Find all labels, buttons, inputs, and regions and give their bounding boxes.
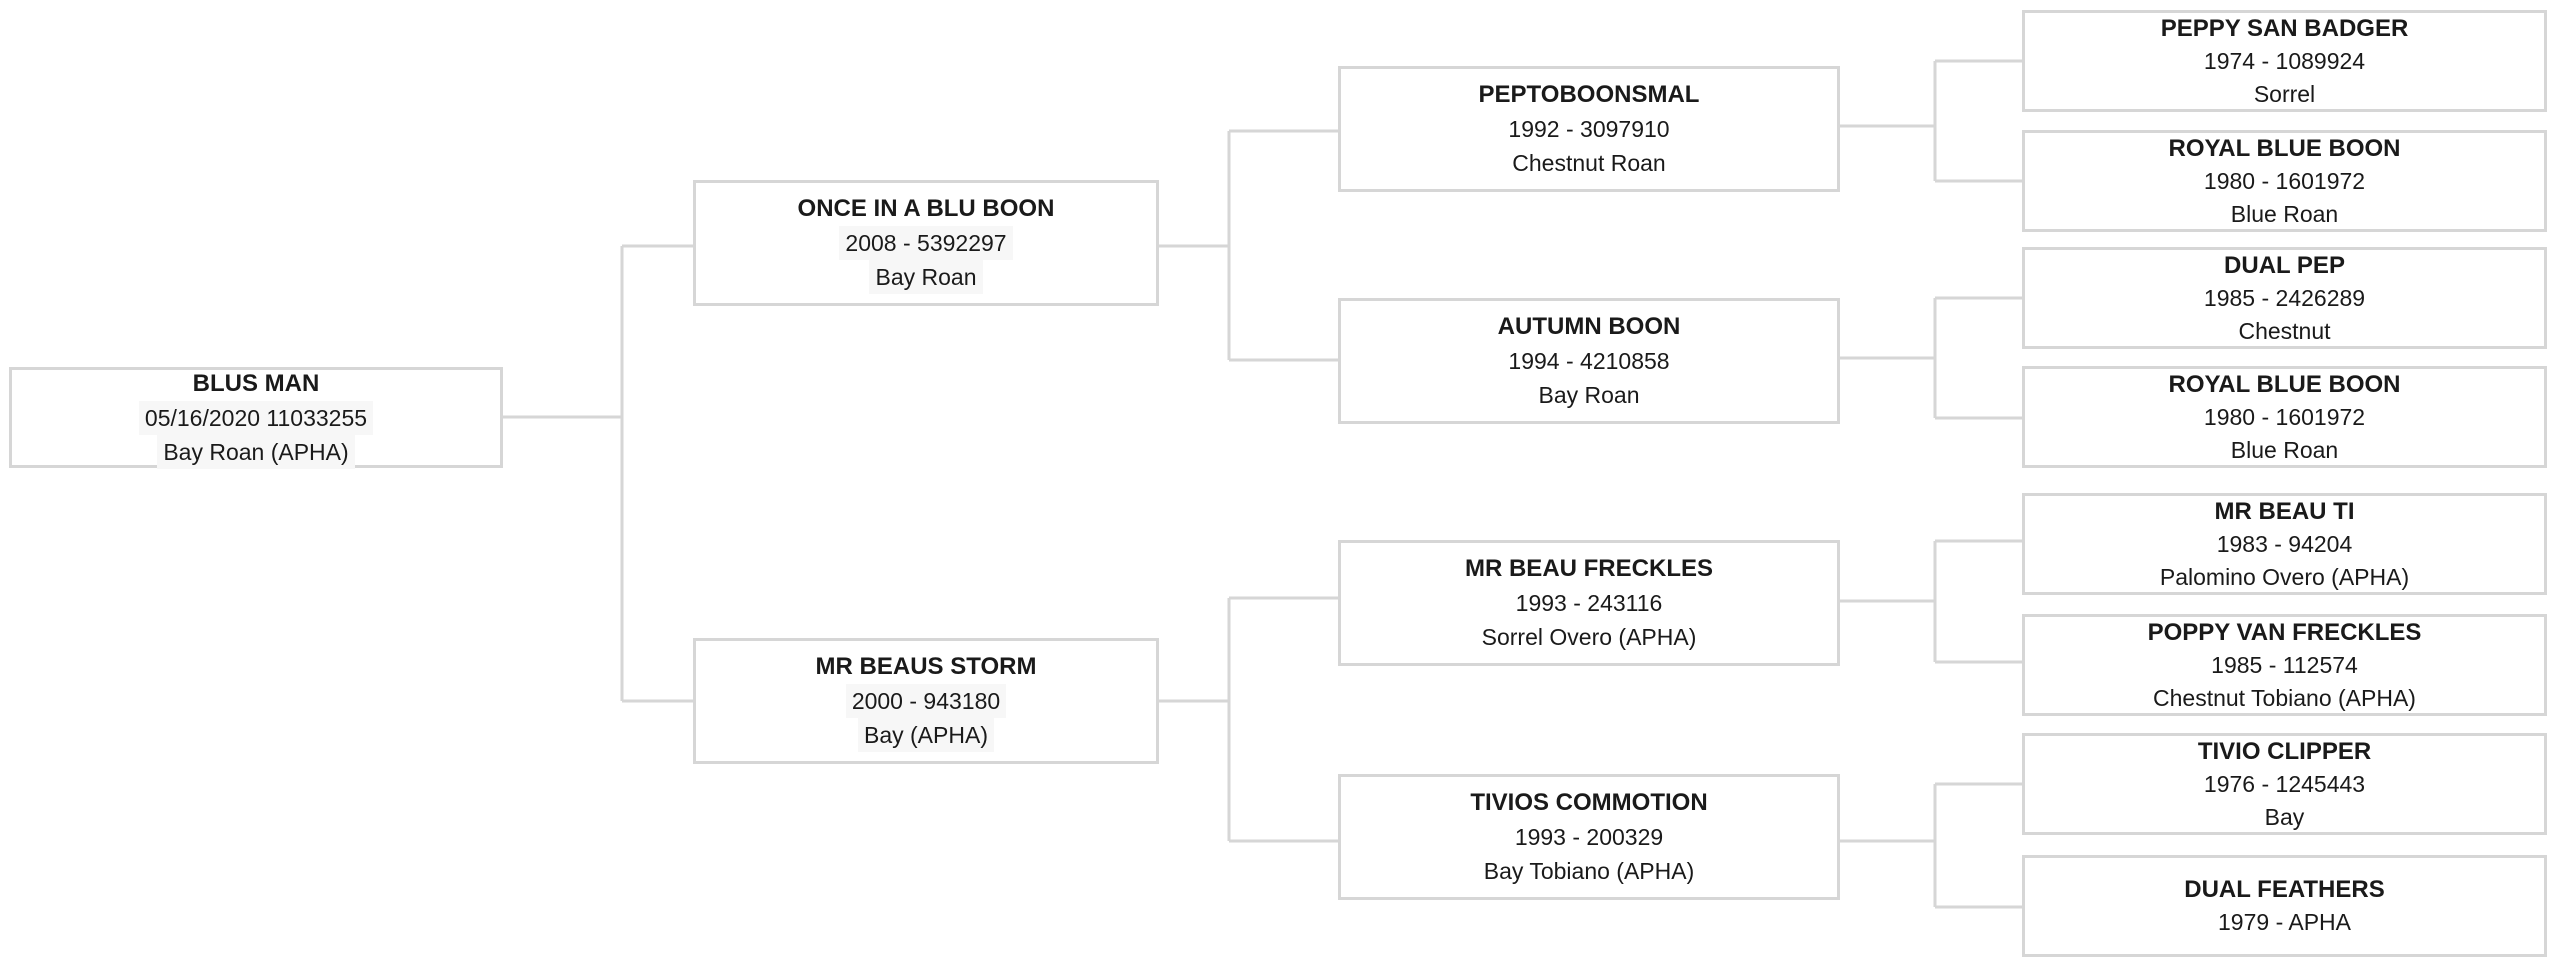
horse-name: TIVIOS COMMOTION [1470,789,1708,816]
horse-name: MR BEAU TI [2214,497,2355,525]
horse-card-sire-sire[interactable]: PEPTOBOONSMAL 1992 - 3097910 Chestnut Ro… [1338,66,1840,192]
horse-birth-registration: 1974 - 1089924 [2203,47,2366,74]
horse-card-g3-4[interactable]: ROYAL BLUE BOON 1980 - 1601972 Blue Roan [2022,366,2547,468]
horse-birth-registration: 1980 - 1601972 [2203,167,2366,194]
horse-color: Chestnut Roan [1512,150,1666,176]
horse-name: BLUS MAN [192,369,320,397]
horse-name: PEPTOBOONSMAL [1478,81,1700,108]
horse-name: DUAL FEATHERS [2184,876,2385,903]
horse-color: Bay (APHA) [858,718,994,752]
horse-color: Sorrel Overo (APHA) [1481,624,1697,650]
horse-color: Palomino Overo (APHA) [2159,563,2410,590]
horse-birth-registration: 1985 - 112574 [2211,651,2358,678]
connector-sire-dam [1840,296,2022,420]
horse-color: Bay Roan [1538,382,1640,408]
horse-name: AUTUMN BOON [1497,313,1681,340]
connector-dam-sire [1840,539,2022,664]
connector-dam [1159,596,1338,843]
horse-card-g3-6[interactable]: POPPY VAN FRECKLES 1985 - 112574 Chestnu… [2022,614,2547,716]
horse-card-sire[interactable]: ONCE IN A BLU BOON 2008 - 5392297 Bay Ro… [693,180,1159,306]
horse-card-g3-1[interactable]: PEPPY SAN BADGER 1974 - 1089924 Sorrel [2022,10,2547,112]
horse-birth-registration: 05/16/2020 11033255 [138,400,374,435]
horse-name: MR BEAU FRECKLES [1464,555,1713,582]
horse-birth-registration: 1980 - 1601972 [2203,403,2366,430]
horse-name: TIVIO CLIPPER [2197,737,2372,765]
horse-color: Blue Roan [2230,436,2339,463]
horse-card-subject[interactable]: BLUS MAN 05/16/2020 11033255 Bay Roan (A… [9,367,503,469]
connector-sire [1159,129,1338,362]
horse-color: Sorrel [2253,80,2316,107]
horse-name: ROYAL BLUE BOON [2168,134,2401,162]
horse-color: Chestnut Tobiano (APHA) [2153,684,2416,711]
horse-birth-registration: 1979 - APHA [2218,909,2351,935]
horse-card-g3-8[interactable]: DUAL FEATHERS 1979 - APHA [2022,855,2547,957]
horse-birth-registration: 2008 - 5392297 [839,226,1013,260]
horse-card-g3-3[interactable]: DUAL PEP 1985 - 2426289 Chestnut [2022,247,2547,349]
horse-birth-registration: 1993 - 200329 [1514,824,1664,850]
horse-name: MR BEAUS STORM [815,653,1037,680]
horse-birth-registration: 1994 - 4210858 [1508,348,1670,374]
horse-birth-registration: 1976 - 1245443 [2203,770,2366,797]
horse-name: ROYAL BLUE BOON [2168,370,2401,398]
horse-card-dam-dam[interactable]: TIVIOS COMMOTION 1993 - 200329 Bay Tobia… [1338,774,1840,900]
horse-name: DUAL PEP [2224,251,2345,279]
horse-color: Blue Roan [2230,200,2339,227]
horse-color: Chestnut [2238,317,2331,344]
horse-color: Bay Roan (APHA) [157,434,355,469]
horse-name: ONCE IN A BLU BOON [797,195,1055,222]
horse-card-g3-5[interactable]: MR BEAU TI 1983 - 94204 Palomino Overo (… [2022,493,2547,595]
horse-birth-registration: 1985 - 2426289 [2203,284,2366,311]
connector-dam-dam [1840,782,2022,909]
horse-card-dam-sire[interactable]: MR BEAU FRECKLES 1993 - 243116 Sorrel Ov… [1338,540,1840,666]
connector-subject [503,244,693,703]
horse-color: Bay [2264,803,2305,830]
horse-birth-registration: 1993 - 243116 [1515,590,1663,616]
horse-color: Bay Roan [869,260,983,294]
horse-name: POPPY VAN FRECKLES [2147,618,2422,646]
horse-card-dam[interactable]: MR BEAUS STORM 2000 - 943180 Bay (APHA) [693,638,1159,764]
horse-birth-registration: 1992 - 3097910 [1508,116,1670,142]
horse-color: Bay Tobiano (APHA) [1483,858,1695,884]
horse-card-sire-dam[interactable]: AUTUMN BOON 1994 - 4210858 Bay Roan [1338,298,1840,424]
horse-card-g3-2[interactable]: ROYAL BLUE BOON 1980 - 1601972 Blue Roan [2022,130,2547,232]
horse-card-g3-7[interactable]: TIVIO CLIPPER 1976 - 1245443 Bay [2022,733,2547,835]
connector-sire-sire [1840,59,2022,183]
horse-name: PEPPY SAN BADGER [2160,14,2409,42]
horse-birth-registration: 1983 - 94204 [2216,530,2353,557]
horse-birth-registration: 2000 - 943180 [845,684,1007,718]
